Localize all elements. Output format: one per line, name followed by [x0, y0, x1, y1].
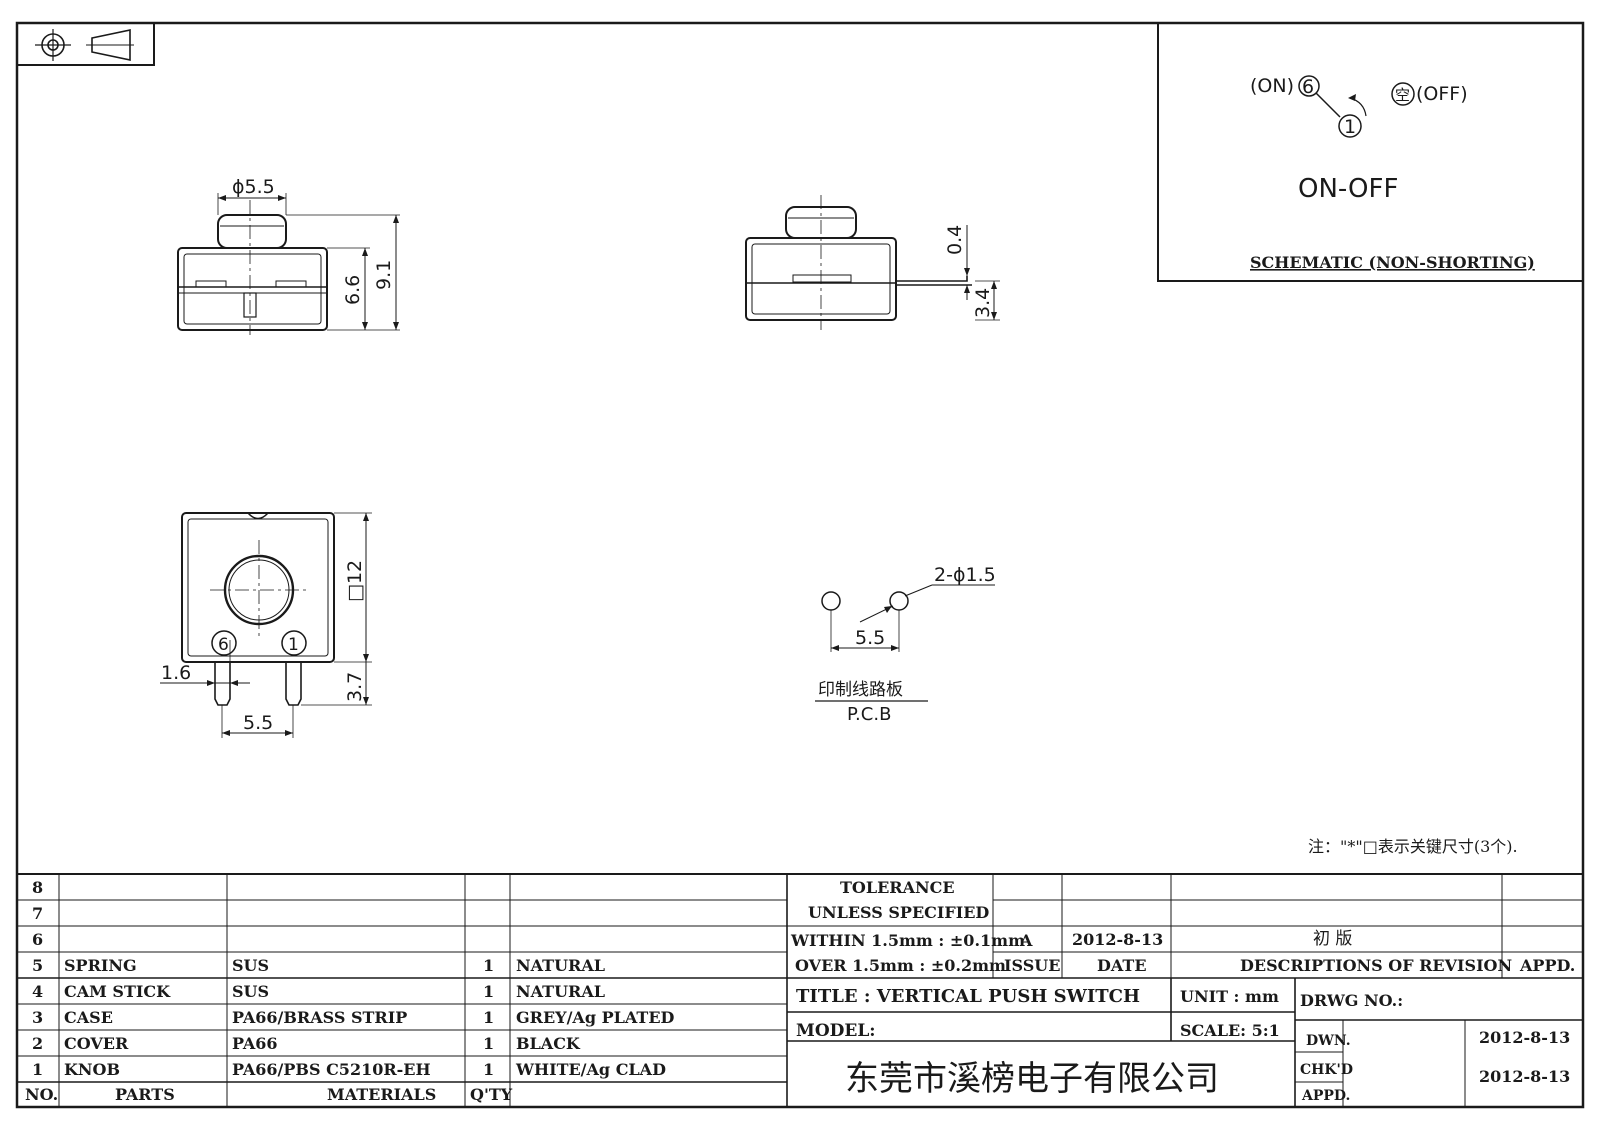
bom-row-part: CASE [64, 1008, 113, 1027]
schematic-pin-6: 6 [1302, 76, 1314, 98]
dim-1-6: 1.6 [161, 662, 191, 684]
bom-row-no: 1 [32, 1060, 43, 1079]
revision-desc-header: DESCRIPTIONS OF REVISION [1240, 956, 1512, 975]
chkd-label: CHK'D [1300, 1062, 1353, 1078]
title-block-grid [17, 873, 1583, 1107]
title-block: TITLE : VERTICAL PUSH SWITCH UNIT : mm D… [796, 986, 1570, 1104]
schematic-mode: ON-OFF [1298, 174, 1398, 204]
projection-symbol-icon [16, 22, 155, 66]
pcb-pitch: 5.5 [855, 627, 885, 649]
revision-issue-header: ISSUE [1004, 956, 1060, 975]
tolerance-line2: UNLESS SPECIFIED [808, 903, 989, 922]
bom-header-no: NO. [25, 1085, 58, 1104]
pcb-holes: 2-ϕ1.5 [934, 564, 996, 586]
dim-0-4: 0.4 [944, 225, 966, 255]
key-dimension-note: 注："*"□表示关键尺寸(3个). [1308, 837, 1518, 856]
bom-row-no: 4 [32, 982, 43, 1001]
bottom-view: 6 1 □12 3.7 1.6 5.5 [160, 512, 372, 738]
bom-row-finish: BLACK [516, 1034, 581, 1053]
revision-date: 2012-8-13 [1072, 930, 1163, 949]
bom-row-material: PA66/PBS C5210R-EH [232, 1060, 431, 1079]
bom-row-finish: NATURAL [516, 956, 605, 975]
dim-diameter-5-5: ϕ5.5 [232, 176, 275, 198]
bom-row-finish: WHITE/Ag CLAD [515, 1060, 666, 1079]
bom-row-part: KNOB [64, 1060, 120, 1079]
bom-row-material: PA66 [232, 1034, 278, 1053]
bom-header-materials: MATERIALS [327, 1085, 436, 1104]
pcb-label-cn: 印制线路板 [818, 680, 903, 700]
bom-row-material: PA66/BRASS STRIP [232, 1008, 407, 1027]
drawing-model: MODEL: [796, 1021, 876, 1041]
company-name: 东莞市溪榜电子有限公司 [845, 1059, 1219, 1099]
bom-row-no: 7 [32, 904, 43, 923]
dim-height-9-1: 9.1 [373, 260, 395, 290]
dwn-label: DWN. [1306, 1033, 1351, 1049]
bom-row-material: SUS [232, 956, 269, 975]
tolerance-line3: WITHIN 1.5mm : ±0.1mm [790, 931, 1025, 950]
drawing-scale: SCALE: 5:1 [1180, 1021, 1280, 1040]
bom-row-part: SPRING [64, 956, 137, 975]
appd-label: APPD. [1301, 1088, 1350, 1104]
bom-row-qty: 1 [483, 956, 494, 975]
bom-row-no: 6 [32, 930, 43, 949]
bom-row-finish: GREY/Ag PLATED [516, 1008, 675, 1027]
sheet-border [15, 21, 1585, 1109]
dim-square-12: □12 [344, 560, 366, 602]
revision-issue: A [1019, 931, 1033, 950]
bom-row-part: CAM STICK [64, 982, 171, 1001]
revision-description: 初 版 [1313, 929, 1352, 949]
bom-row-no: 3 [32, 1008, 43, 1027]
bom-header-parts: PARTS [115, 1085, 175, 1104]
bom-row-no: 8 [32, 878, 43, 897]
revision-block: A 2012-8-13 初 版 ISSUE DATE DESCRIPTIONS … [1004, 929, 1575, 975]
bom-row-qty: 1 [483, 1060, 494, 1079]
bom-header-qty: Q'TY [470, 1085, 513, 1104]
tolerance-line4: OVER 1.5mm : ±0.2mm [795, 956, 1006, 975]
schematic-off-label: (OFF) [1416, 83, 1468, 105]
dim-3-4: 3.4 [972, 288, 994, 318]
dim-3-7: 3.7 [344, 672, 366, 702]
side-view: 0.4 3.4 [745, 195, 1000, 330]
schematic-panel: (ON) 6 1 空 (OFF) ON-OFF SCHEMATIC (NON-S… [1157, 23, 1583, 282]
pcb-view: 5.5 2-ϕ1.5 印制线路板 P.C.B [815, 564, 996, 725]
chkd-date: 2012-8-13 [1479, 1067, 1570, 1086]
tolerance-line1: TOLERANCE [840, 878, 955, 897]
revision-appd-header: APPD. [1519, 956, 1575, 975]
bom-row-qty: 1 [483, 1008, 494, 1027]
schematic-on-label: (ON) [1250, 75, 1294, 97]
bom-row-no: 2 [32, 1034, 43, 1053]
dwn-date: 2012-8-13 [1479, 1028, 1570, 1047]
drawing-title: TITLE : VERTICAL PUSH SWITCH [796, 986, 1140, 1007]
revision-date-header: DATE [1097, 956, 1147, 975]
drawing-number: DRWG NO.: [1300, 991, 1403, 1010]
bottom-pin-6: 6 [218, 635, 229, 655]
bom-row-no: 5 [32, 956, 43, 975]
bom-table: 8 7 6 5 SPRING SUS 1 NATURAL 4 CAM STICK… [25, 878, 675, 1104]
front-view: ϕ5.5 6.6 9.1 [177, 176, 400, 335]
schematic-empty-glyph: 空 [1395, 86, 1410, 104]
dim-height-6-6: 6.6 [342, 275, 364, 305]
bottom-pin-1: 1 [288, 635, 299, 655]
dim-5-5-bottom: 5.5 [243, 712, 273, 734]
bom-row-part: COVER [64, 1034, 129, 1053]
pcb-label-en: P.C.B [847, 704, 891, 725]
bom-row-qty: 1 [483, 982, 494, 1001]
tolerance-block: TOLERANCE UNLESS SPECIFIED WITHIN 1.5mm … [790, 878, 1025, 975]
bom-row-material: SUS [232, 982, 269, 1001]
schematic-caption: SCHEMATIC (NON-SHORTING) [1250, 253, 1535, 272]
bom-row-qty: 1 [483, 1034, 494, 1053]
schematic-pin-1: 1 [1344, 116, 1356, 138]
bom-row-finish: NATURAL [516, 982, 605, 1001]
drawing-unit: UNIT : mm [1180, 987, 1279, 1006]
